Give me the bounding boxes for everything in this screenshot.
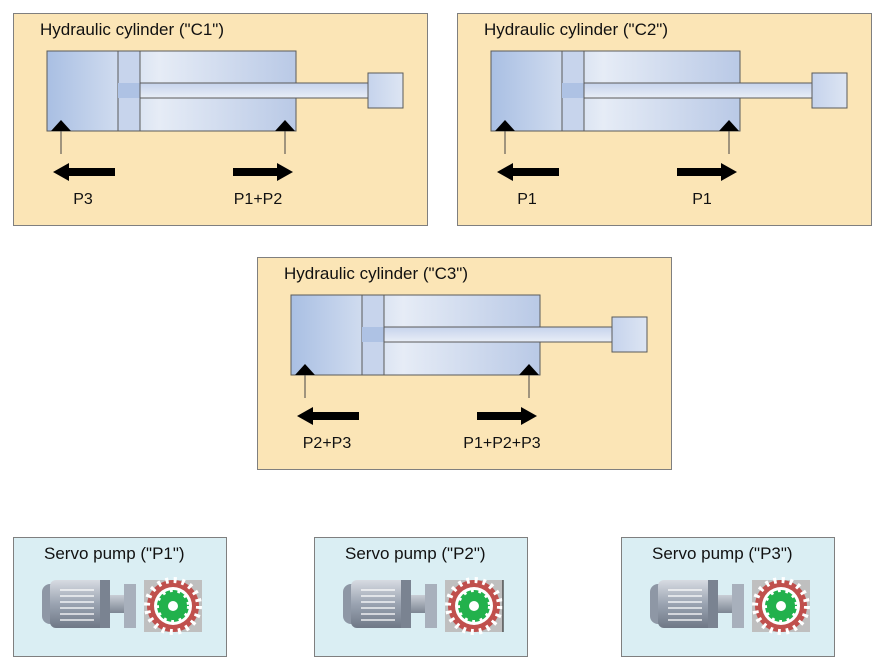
- right-arrow-icon: [233, 163, 293, 181]
- pump-p3-drawing: [650, 577, 810, 635]
- cylinder-c1-right-label: P1+P2: [233, 191, 283, 208]
- right-port-triangle: [719, 120, 739, 131]
- left-port-triangle: [295, 364, 315, 375]
- piston-rod-inner: [362, 327, 384, 342]
- cylinder-c2-right-label: P1: [692, 191, 712, 208]
- pump-housing: [732, 584, 744, 628]
- gear-pump-icon: [144, 577, 202, 635]
- piston-rod-inner: [118, 83, 140, 98]
- pump-p2-title: Servo pump ("P2"): [345, 544, 486, 563]
- motor-icon: [42, 580, 110, 628]
- right-port-triangle: [519, 364, 539, 375]
- pump-p1-box: Servo pump ("P1"): [13, 537, 227, 657]
- piston-rod: [139, 82, 369, 99]
- cylinder-c1-left-label: P3: [73, 191, 93, 208]
- left-arrow-icon: [497, 163, 559, 181]
- cylinder-c3-right-label: P1+P2+P3: [463, 435, 541, 452]
- left-port-triangle: [51, 120, 71, 131]
- cylinder-c2-drawing: [490, 50, 848, 181]
- right-arrow-icon: [477, 407, 537, 425]
- cylinder-c2-title: Hydraulic cylinder ("C2"): [484, 20, 669, 39]
- piston-rod: [383, 326, 613, 343]
- cylinder-c3-drawing: [290, 294, 648, 425]
- rod-end-cap: [811, 72, 848, 109]
- cylinder-c3-box: Hydraulic cylinder ("C3") P2+P3 P1+P2+P3: [257, 257, 672, 470]
- pump-housing: [124, 584, 136, 628]
- cylinder-c2-box: Hydraulic cylinder ("C2") P1 P1: [457, 13, 872, 226]
- pump-p2-drawing: [343, 577, 504, 635]
- pump-p3-box: Servo pump ("P3"): [621, 537, 835, 657]
- pump-housing: [425, 584, 437, 628]
- piston-rod: [583, 82, 813, 99]
- cylinder-c2-left-label: P1: [517, 191, 537, 208]
- pump-p2-box: Servo pump ("P2"): [314, 537, 528, 657]
- cylinder-c1-box: Hydraulic cylinder ("C1") P3 P1+P2: [13, 13, 428, 226]
- motor-icon: [650, 580, 718, 628]
- gear-pump-icon: [752, 577, 810, 635]
- left-arrow-icon: [53, 163, 115, 181]
- cylinder-c1-title: Hydraulic cylinder ("C1"): [40, 20, 225, 39]
- coupling-shaft: [718, 595, 732, 613]
- piston-rod-inner: [562, 83, 584, 98]
- left-arrow-icon: [297, 407, 359, 425]
- pump-p1-title: Servo pump ("P1"): [44, 544, 185, 563]
- coupling-shaft: [411, 595, 425, 613]
- left-port-triangle: [495, 120, 515, 131]
- motor-icon: [343, 580, 411, 628]
- cylinder-c3-left-label: P2+P3: [302, 435, 352, 452]
- coupling-shaft: [110, 595, 124, 613]
- cylinder-c1-drawing: [46, 50, 404, 181]
- right-arrow-icon: [677, 163, 737, 181]
- right-port-triangle: [275, 120, 295, 131]
- cylinder-c3-title: Hydraulic cylinder ("C3"): [284, 264, 469, 283]
- gear-pump-icon: [445, 577, 503, 635]
- rod-end-cap: [611, 316, 648, 353]
- pump-p3-title: Servo pump ("P3"): [652, 544, 793, 563]
- pump-p1-drawing: [42, 577, 202, 635]
- rod-end-cap: [367, 72, 404, 109]
